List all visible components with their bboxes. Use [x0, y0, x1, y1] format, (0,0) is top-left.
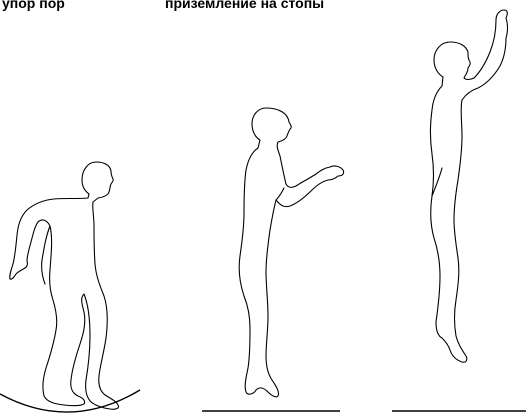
crouching-figure: [0, 162, 140, 412]
jumping-figure-body: [431, 10, 508, 362]
crouching-figure-body: [10, 162, 119, 409]
standing-figure: [202, 108, 344, 411]
standing-figure-body: [239, 108, 343, 397]
jumping-figure: [392, 10, 526, 411]
